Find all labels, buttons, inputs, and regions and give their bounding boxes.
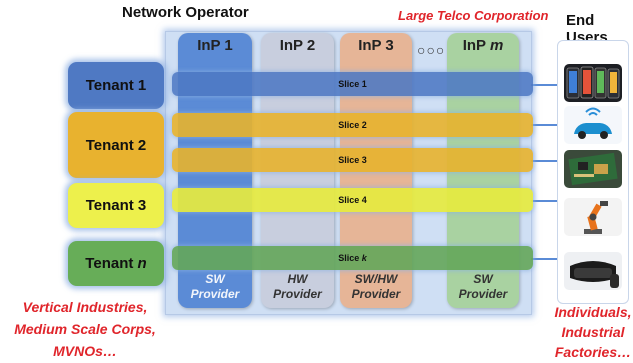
ellipsis-dots: ○○○ [417,42,446,58]
network-operator-title: Network Operator [122,4,249,21]
tenant-label: Tenant 3 [85,197,147,214]
inp-name: InP 1 [197,37,233,54]
slice-3[interactable]: Slice 3 [172,148,533,172]
tenant-label: Tenant 1 [85,77,147,94]
robot-arm-icon [564,198,622,236]
inp-role: HW Provider [273,272,322,301]
slice-3-connector [531,160,564,162]
slice-label: Slice 3 [338,155,367,165]
smartphones-icon [564,64,622,102]
vr-headset-icon [564,252,622,290]
tenant-1[interactable]: Tenant 1 [68,62,164,109]
telco-label: Large Telco Corporation [398,8,549,23]
circuit-board-icon [564,150,622,188]
inp-role: SW Provider [458,272,508,301]
tenant-3[interactable]: Tenant 3 [68,183,164,228]
slice-label: Slice k [338,253,367,263]
inp-name: InP 3 [358,37,394,54]
tenant-2[interactable]: Tenant 2 [68,112,164,178]
slice-1-connector [531,84,564,86]
inp-name: InP 2 [279,37,316,54]
slice-k[interactable]: Slice k [172,246,533,270]
slice-1[interactable]: Slice 1 [172,72,533,96]
tenant-n[interactable]: Tenant n [68,241,164,286]
end-user-types-caption: Individuals, Industrial Factories… [554,304,632,360]
slice-2-connector [531,124,564,126]
slice-2[interactable]: Slice 2 [172,113,533,137]
slice-4-connector [531,200,564,202]
slice-4[interactable]: Slice 4 [172,188,533,212]
slice-k-connector [531,258,564,260]
slice-label: Slice 1 [338,79,367,89]
connected-car-icon [564,106,622,144]
inp-role: SW/HW Provider [351,272,401,301]
slice-label: Slice 4 [338,195,367,205]
inp-role: SW Provider [190,272,240,301]
tenant-label: Tenant n [85,255,147,272]
tenant-label: Tenant 2 [85,136,147,154]
inp-name: InP m [462,37,504,54]
slice-label: Slice 2 [338,120,367,130]
tenant-types-caption: Vertical Industries, Medium Scale Corps,… [14,299,156,359]
